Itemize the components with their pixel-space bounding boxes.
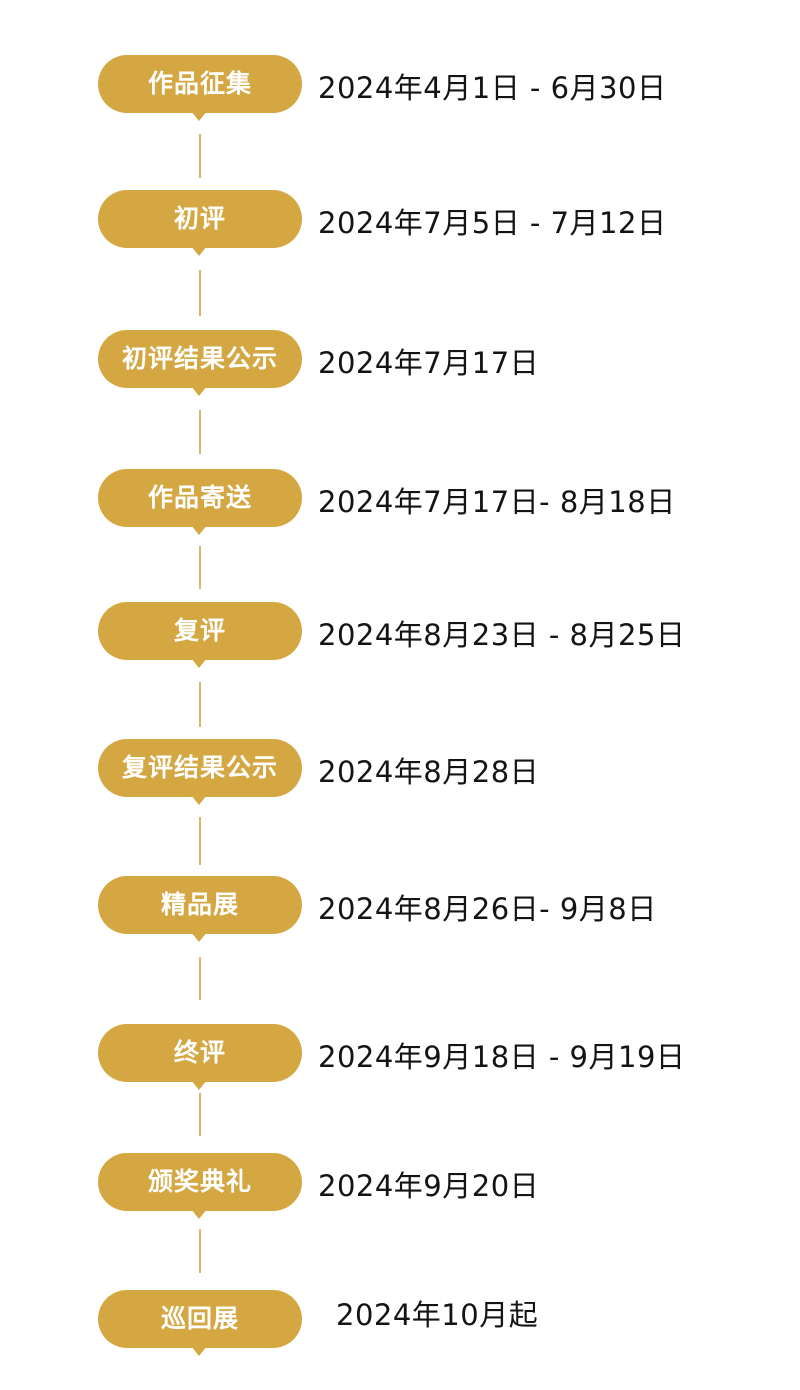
- stage-date: 2024年7月5日 - 7月12日: [318, 206, 667, 240]
- timeline-connector: [199, 270, 201, 316]
- stage-label-pill: 终评: [98, 1024, 302, 1090]
- timeline-stage: 颁奖典礼 2024年9月20日: [0, 1153, 800, 1219]
- stage-label: 颁奖典礼: [147, 1167, 252, 1196]
- pill-pointer-icon: [191, 658, 207, 668]
- timeline-stage: 精品展 2024年8月26日- 9月8日: [0, 876, 800, 942]
- stage-label-pill: 复评: [98, 602, 302, 668]
- stage-label: 作品征集: [147, 69, 252, 98]
- stage-date: 2024年8月23日 - 8月25日: [318, 618, 686, 652]
- stage-label-pill: 初评结果公示: [98, 330, 302, 396]
- timeline-stage: 终评 2024年9月18日 - 9月19日: [0, 1024, 800, 1090]
- timeline-connector: [199, 410, 201, 454]
- stage-label: 复评结果公示: [121, 753, 278, 782]
- timeline-stage: 复评 2024年8月23日 - 8月25日: [0, 602, 800, 668]
- timeline-stage: 复评结果公示 2024年8月28日: [0, 739, 800, 805]
- timeline-stage: 作品寄送 2024年7月17日- 8月18日: [0, 469, 800, 535]
- timeline-connector: [199, 817, 201, 865]
- timeline-stage: 巡回展 2024年10月起: [0, 1290, 800, 1356]
- stage-date: 2024年8月26日- 9月8日: [318, 892, 657, 926]
- stage-date: 2024年9月18日 - 9月19日: [318, 1040, 686, 1074]
- pill-pointer-icon: [191, 386, 207, 396]
- stage-label-pill: 作品寄送: [98, 469, 302, 535]
- pill-pointer-icon: [191, 1346, 207, 1356]
- stage-label: 初评: [173, 204, 226, 233]
- stage-label-pill: 初评: [98, 190, 302, 256]
- stage-label-pill: 作品征集: [98, 55, 302, 121]
- stage-date: 2024年8月28日: [318, 755, 540, 789]
- pill-pointer-icon: [191, 932, 207, 942]
- timeline-connector: [199, 1229, 201, 1273]
- pill-pointer-icon: [191, 1080, 207, 1090]
- stage-label: 巡回展: [160, 1304, 239, 1333]
- timeline-connector: [199, 134, 201, 178]
- timeline-stage: 初评 2024年7月5日 - 7月12日: [0, 190, 800, 256]
- pill-pointer-icon: [191, 1209, 207, 1219]
- timeline-stage: 初评结果公示 2024年7月17日: [0, 330, 800, 396]
- timeline-connector: [199, 546, 201, 589]
- stage-label-pill: 复评结果公示: [98, 739, 302, 805]
- pill-pointer-icon: [191, 525, 207, 535]
- pill-pointer-icon: [191, 246, 207, 256]
- pill-pointer-icon: [191, 111, 207, 121]
- stage-label: 初评结果公示: [121, 344, 278, 373]
- stage-label: 复评: [173, 616, 226, 645]
- stage-date: 2024年4月1日 - 6月30日: [318, 71, 667, 105]
- pill-pointer-icon: [191, 795, 207, 805]
- stage-date: 2024年7月17日- 8月18日: [318, 485, 676, 519]
- timeline-connector: [199, 682, 201, 727]
- stage-label: 作品寄送: [147, 483, 252, 512]
- stage-label-pill: 巡回展: [98, 1290, 302, 1356]
- stage-date: 2024年10月起: [336, 1298, 539, 1332]
- stage-label: 精品展: [160, 890, 239, 919]
- stage-date: 2024年7月17日: [318, 346, 540, 380]
- stage-date: 2024年9月20日: [318, 1169, 540, 1203]
- timeline-connector: [199, 957, 201, 1000]
- timeline-connector: [199, 1093, 201, 1136]
- stage-label-pill: 颁奖典礼: [98, 1153, 302, 1219]
- stage-label-pill: 精品展: [98, 876, 302, 942]
- stage-label: 终评: [173, 1038, 226, 1067]
- timeline-stage: 作品征集 2024年4月1日 - 6月30日: [0, 55, 800, 121]
